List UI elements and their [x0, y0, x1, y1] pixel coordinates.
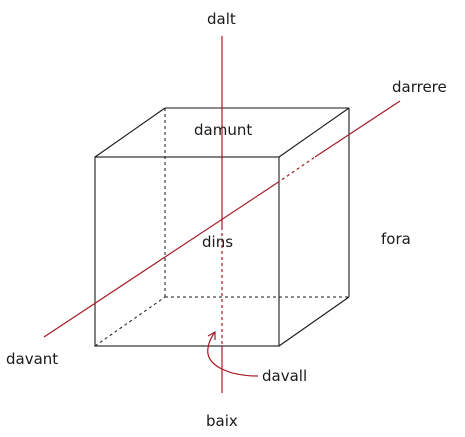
davall-arrowhead: [207, 330, 216, 340]
depth-axis-front: [43, 182, 278, 338]
axes: [43, 36, 401, 393]
cube-top-left-edge: [94, 107, 166, 158]
label-dalt: dalt: [207, 10, 236, 28]
label-dins: dins: [202, 233, 233, 251]
davall-pointer-arrow: [207, 331, 259, 377]
label-davant: davant: [6, 350, 58, 368]
labels: dalt darrere damunt dins fora davant dav…: [6, 10, 447, 430]
cube-bottom-right-edge: [278, 296, 350, 347]
depth-axis-back: [314, 100, 401, 158]
label-baix: baix: [206, 412, 238, 430]
cube: [94, 107, 350, 347]
label-darrere: darrere: [392, 78, 447, 96]
cube-top-right-edge: [278, 107, 350, 158]
label-fora: fora: [381, 230, 411, 248]
cube-front-face: [94, 156, 280, 347]
depth-axis-hidden: [276, 156, 316, 184]
label-damunt: damunt: [194, 121, 252, 139]
cube-hidden-edge-left-bottom: [94, 296, 166, 347]
label-davall: davall: [262, 367, 307, 385]
